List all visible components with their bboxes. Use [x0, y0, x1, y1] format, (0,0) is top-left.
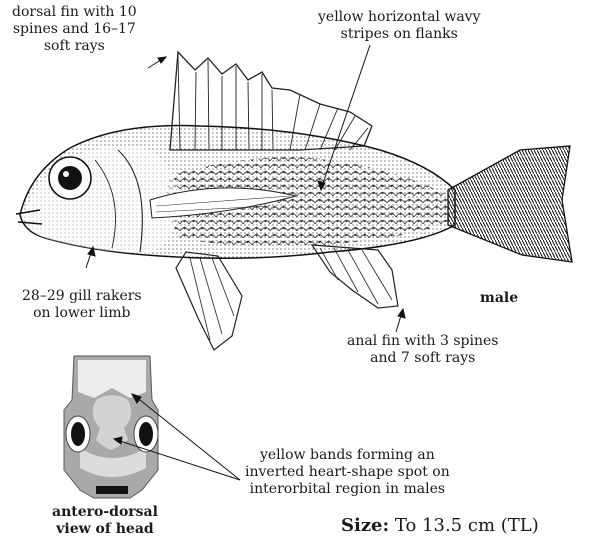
label-bands: yellow bands forming an inverted heart-s… — [245, 447, 450, 498]
bands-line-2: inverted heart-shape spot on — [245, 464, 450, 481]
gill-rakers-line-2: on lower limb — [22, 305, 142, 322]
label-head-view: antero-dorsal view of head — [52, 504, 158, 538]
dorsal-fin-line-1: dorsal fin with 10 — [12, 4, 137, 21]
size-value: To 13.5 cm (TL) — [395, 515, 539, 536]
fish-body — [16, 125, 455, 258]
bands-line-3: interorbital region in males — [245, 481, 450, 498]
gill-rakers-line-1: 28–29 gill rakers — [22, 288, 142, 305]
label-stripes: yellow horizontal wavy stripes on flanks — [318, 9, 481, 43]
caudal-fin — [448, 146, 572, 262]
head-view — [64, 356, 158, 498]
bands-line-1: yellow bands forming an — [245, 447, 450, 464]
stripes-line-2: stripes on flanks — [318, 26, 481, 43]
label-sex: male — [480, 290, 518, 307]
size-label: Size: — [341, 515, 389, 536]
label-gill-rakers: 28–29 gill rakers on lower limb — [22, 288, 142, 322]
head-view-line-2: view of head — [52, 521, 158, 538]
pelvic-fin — [176, 252, 242, 350]
anal-fin-line-2: and 7 soft rays — [347, 350, 498, 367]
size-info: Size: To 13.5 cm (TL) — [341, 515, 539, 537]
anal-fin-line-1: anal fin with 3 spines — [347, 333, 498, 350]
anal-fin — [312, 245, 398, 308]
label-dorsal-fin: dorsal fin with 10 spines and 16–17 soft… — [12, 4, 137, 55]
head-view-line-1: antero-dorsal — [52, 504, 158, 521]
dorsal-fin-line-2: spines and 16–17 — [12, 21, 137, 38]
stripes-line-1: yellow horizontal wavy — [318, 9, 481, 26]
label-anal-fin: anal fin with 3 spines and 7 soft rays — [347, 333, 498, 367]
dorsal-fin-line-3: soft rays — [12, 38, 137, 55]
